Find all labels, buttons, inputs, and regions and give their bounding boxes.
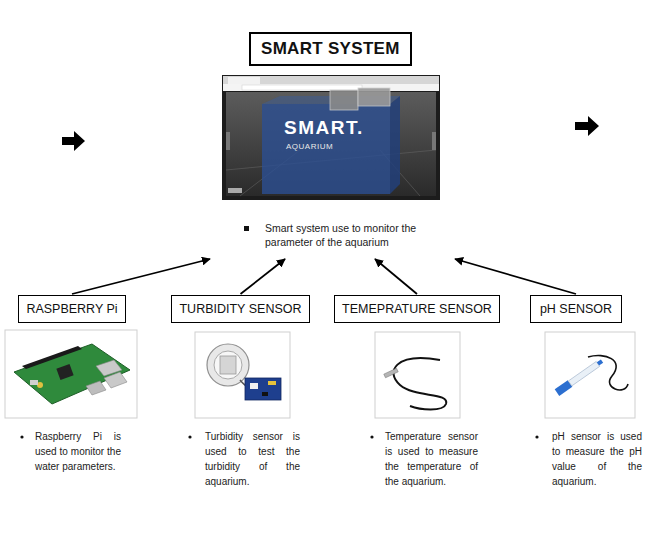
turbidity-sensor-photo	[245, 378, 281, 400]
raspberry-pi-photo	[30, 380, 38, 385]
screen-title: AQUARIUM	[286, 142, 333, 151]
turbidity-sensor-photo	[262, 392, 268, 396]
aquarium-screenshot	[222, 75, 440, 200]
panel-caption: Smart system use to monitor the paramete…	[265, 221, 435, 249]
photo-frame	[195, 332, 290, 418]
photo-frame	[375, 332, 460, 418]
photo-frame	[545, 332, 635, 418]
connector-arrow	[72, 259, 210, 294]
connector-arrow	[241, 259, 286, 294]
connector-arrow	[375, 259, 417, 294]
aquarium-screenshot	[330, 90, 358, 110]
component-box: TURBIDITY SENSOR	[171, 295, 310, 323]
bullet-dot	[20, 435, 23, 438]
component-name: TEMEPRATURE SENSOR	[342, 302, 492, 316]
aquarium-screenshot	[228, 77, 260, 84]
aquarium-screenshot	[226, 132, 230, 150]
aquarium-screenshot	[222, 75, 440, 200]
description-text: pH sensor is used to measure the pH valu…	[552, 429, 642, 489]
component-name: RASPBERRY Pi	[26, 302, 117, 316]
aquarium-screenshot	[242, 85, 362, 90]
aquarium-screenshot	[223, 76, 439, 84]
turbidity-sensor-photo	[220, 356, 236, 374]
turbidity-sensor-photo	[250, 383, 258, 389]
title-box: SMART SYSTEM	[249, 32, 412, 66]
ph-sensor-photo	[597, 359, 603, 365]
aquarium-screenshot	[358, 88, 390, 106]
side-arrow	[62, 131, 85, 151]
side-arrow	[62, 116, 599, 151]
bullet-dot	[535, 435, 538, 438]
connector-arrow	[455, 259, 576, 294]
side-arrow	[575, 116, 599, 136]
bullet-dot	[370, 435, 373, 438]
aquarium-screenshot	[262, 104, 390, 194]
aquarium-screenshot	[432, 132, 436, 150]
raspberry-pi-photo	[14, 344, 130, 404]
turbidity-sensor-photo	[214, 351, 242, 379]
component-name: pH SENSOR	[540, 302, 612, 316]
ph-sensor-photo	[555, 358, 605, 396]
component-box: pH SENSOR	[530, 295, 622, 323]
turbidity-sensor-photo	[268, 381, 276, 385]
ph-sensor-photo	[568, 361, 599, 385]
description-text: Turbidity sensor is used to test the tur…	[205, 429, 300, 489]
raspberry-pi-photo	[104, 372, 127, 388]
bullet-dot	[188, 435, 191, 438]
raspberry-pi-photo	[56, 364, 73, 380]
temperature-sensor-photo	[393, 358, 446, 409]
turbidity-sensor-photo	[207, 344, 249, 386]
title-text: SMART SYSTEM	[261, 39, 400, 59]
component-name: TURBIDITY SENSOR	[179, 302, 301, 316]
ph-sensor-photo	[588, 356, 628, 390]
photo-frame	[5, 330, 137, 418]
ph-sensor-photo	[555, 356, 628, 396]
component-box: TEMEPRATURE SENSOR	[334, 295, 500, 323]
component-box: RASPBERRY Pi	[18, 295, 126, 323]
raspberry-pi-photo	[14, 344, 130, 404]
temperature-sensor-photo	[384, 358, 447, 409]
raspberry-pi-photo	[22, 346, 82, 369]
aquarium-screenshot	[390, 96, 400, 194]
screen-title: SMART.	[284, 117, 364, 139]
turbidity-sensor-photo	[207, 344, 281, 400]
temperature-sensor-photo	[384, 368, 398, 378]
bullet-square	[244, 226, 249, 231]
photo-frame	[5, 330, 635, 418]
aquarium-screenshot	[228, 188, 242, 193]
system-panel: Smart system use to monitor the paramete…	[200, 75, 462, 258]
description-text: Raspberry Pi is used to monitor the wate…	[35, 429, 121, 474]
description-text: Temperature sensor is used to measure th…	[385, 429, 478, 489]
raspberry-pi-photo	[86, 381, 106, 395]
